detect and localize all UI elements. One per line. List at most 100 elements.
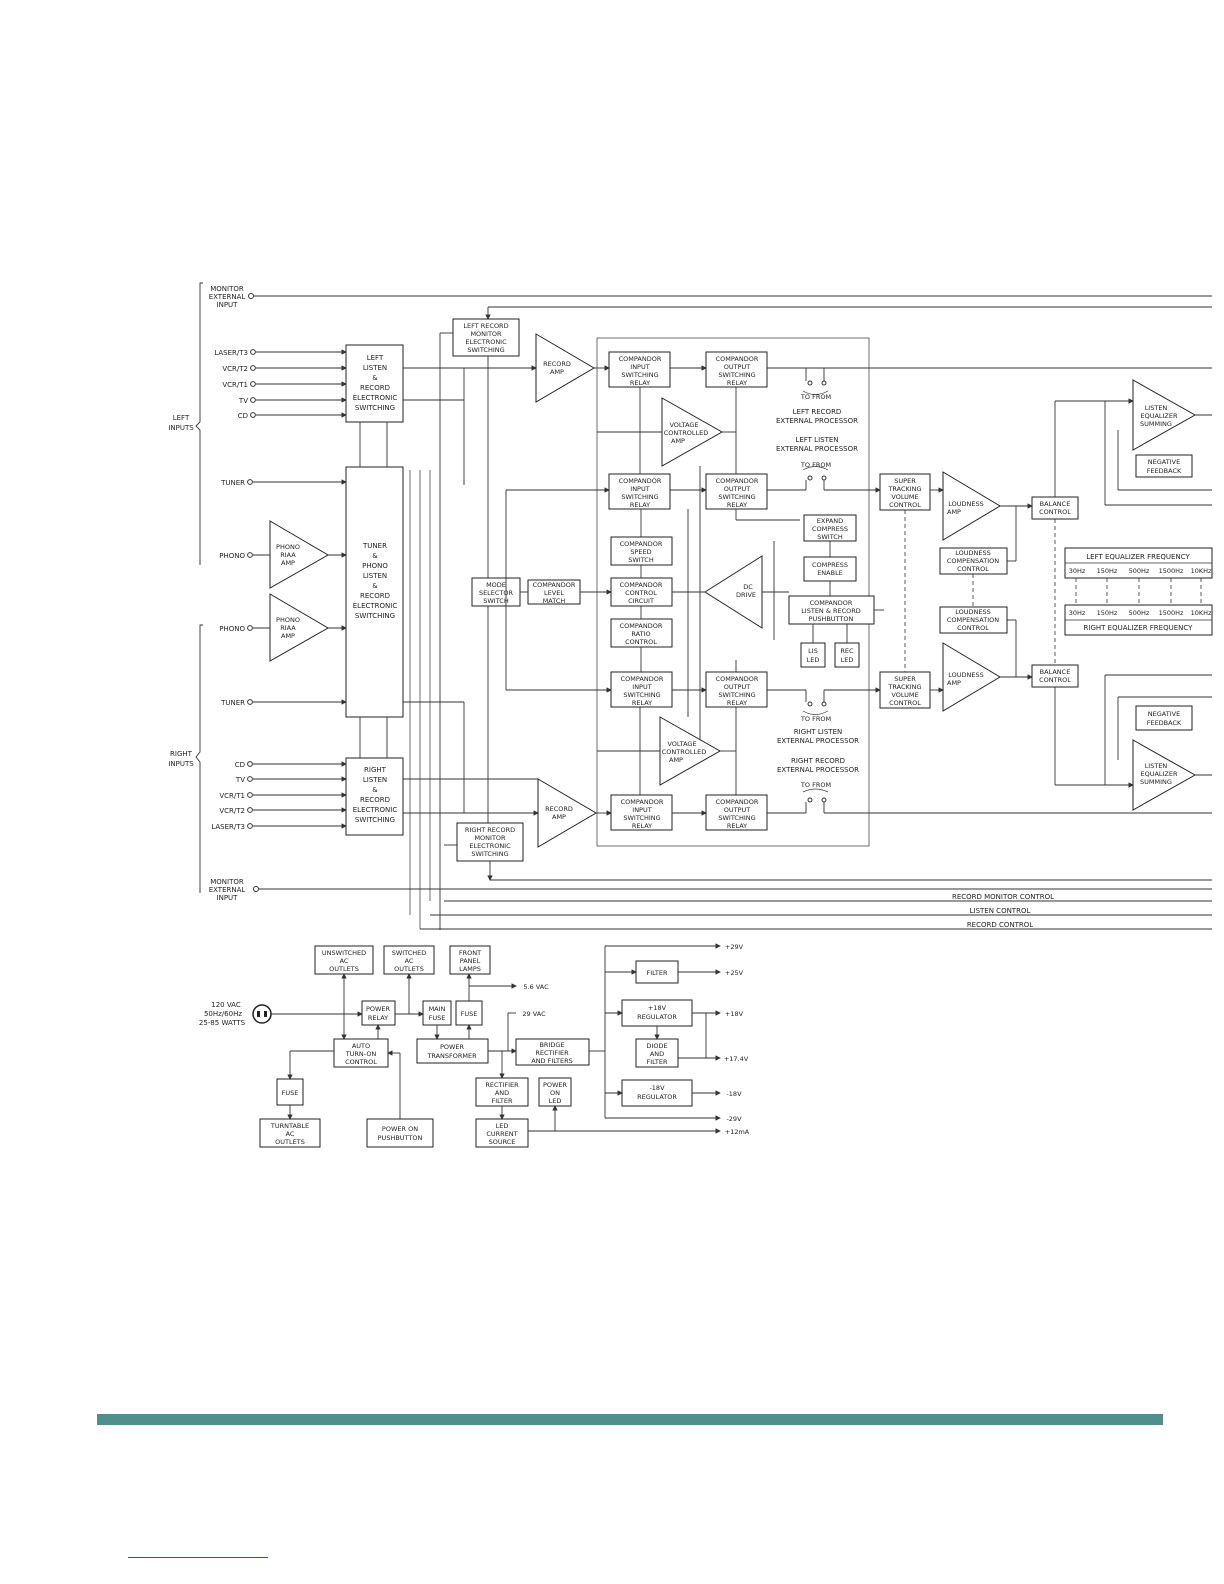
svg-text:INPUT: INPUT	[630, 363, 649, 371]
super-tracking-volume-bot	[879, 671, 931, 709]
svg-text:CONTROL: CONTROL	[1039, 508, 1071, 516]
svg-text:RECORD MONITOR CONTROL: RECORD MONITOR CONTROL	[952, 893, 1054, 901]
svg-text:FILTER: FILTER	[647, 969, 668, 977]
processor-switches	[802, 368, 829, 813]
svg-text:LISTEN & RECORD: LISTEN & RECORD	[801, 607, 861, 615]
svg-text:RIGHT: RIGHT	[364, 766, 387, 774]
svg-text:OUTPUT: OUTPUT	[724, 363, 751, 371]
svg-text:SWITCHING: SWITCHING	[355, 612, 395, 620]
svg-text:RIGHT RECORD: RIGHT RECORD	[791, 757, 845, 765]
control-bus-labels: RECORD MONITOR CONTROL LISTEN CONTROL RE…	[952, 893, 1054, 929]
block-labels: LEFT LISTEN & RECORD ELECTRONIC SWITCHIN…	[276, 322, 1212, 858]
svg-text:SWITCHING: SWITCHING	[621, 371, 658, 379]
svg-text:FRONT: FRONT	[459, 949, 481, 957]
svg-text:TV: TV	[238, 397, 248, 405]
svg-text:AMP: AMP	[947, 508, 961, 516]
negative-regulator	[621, 1079, 693, 1107]
svg-text:ELECTRONIC: ELECTRONIC	[353, 806, 398, 814]
svg-text:AC: AC	[340, 957, 349, 965]
svg-text:SUMMING: SUMMING	[1140, 778, 1172, 786]
svg-text:MODE: MODE	[486, 581, 506, 589]
svg-text:OUTPUT: OUTPUT	[724, 806, 751, 814]
svg-text:LED: LED	[549, 1097, 562, 1105]
svg-text:SWITCHING: SWITCHING	[471, 850, 508, 858]
svg-text:OUTLETS: OUTLETS	[394, 965, 424, 973]
svg-text:INPUT: INPUT	[632, 683, 651, 691]
svg-text:ON: ON	[550, 1089, 560, 1097]
footer-rule	[128, 1557, 268, 1558]
svg-text:RECORD: RECORD	[360, 384, 390, 392]
compandor-speed-switch	[610, 536, 673, 566]
svg-text:COMPANDOR: COMPANDOR	[716, 477, 759, 485]
svg-text:AND: AND	[495, 1089, 509, 1097]
svg-text:TRACKING: TRACKING	[887, 485, 921, 493]
svg-text:LISTEN CONTROL: LISTEN CONTROL	[970, 907, 1031, 915]
svg-text:-29V: -29V	[726, 1115, 742, 1123]
svg-text:FILTER: FILTER	[647, 1058, 668, 1066]
svg-text:EXTERNAL: EXTERNAL	[209, 886, 246, 894]
svg-text:CONTROL: CONTROL	[889, 699, 921, 707]
negative-feedback-top	[1135, 454, 1193, 478]
svg-text:COMPANDOR: COMPANDOR	[716, 675, 759, 683]
left-inputs-brace	[195, 282, 203, 565]
svg-text:PHONO: PHONO	[219, 625, 245, 633]
svg-text:TRANSFORMER: TRANSFORMER	[426, 1052, 477, 1060]
power-supply	[252, 943, 721, 1148]
record-amp-top	[535, 333, 595, 403]
svg-text:AMP: AMP	[281, 632, 295, 640]
svg-text:AND FILTERS: AND FILTERS	[531, 1057, 572, 1065]
svg-text:RELAY: RELAY	[632, 822, 652, 830]
svg-text:POWER: POWER	[543, 1081, 568, 1089]
svg-text:VCR/T1: VCR/T1	[219, 792, 245, 800]
svg-text:COMPANDOR: COMPANDOR	[810, 599, 853, 607]
svg-text:EQUALIZER: EQUALIZER	[1140, 770, 1178, 778]
loudness-compensation-bot	[939, 606, 1008, 634]
svg-text:REC: REC	[840, 647, 854, 655]
svg-text:1500Hz: 1500Hz	[1159, 567, 1184, 575]
right-listen-record-switching	[345, 757, 404, 836]
svg-text:SELECTOR: SELECTOR	[479, 589, 514, 597]
svg-text:29 VAC: 29 VAC	[522, 1010, 546, 1018]
svg-text:TV: TV	[235, 776, 245, 784]
svg-text:CONTROL: CONTROL	[957, 624, 989, 632]
svg-text:SWITCH: SWITCH	[817, 533, 843, 541]
svg-text:CIRCUIT: CIRCUIT	[628, 597, 654, 605]
right-inputs-label: RIGHT	[170, 750, 193, 758]
svg-text:SWITCHING: SWITCHING	[623, 814, 660, 822]
turntable-ac-outlets	[259, 1118, 321, 1148]
svg-text:COMPANDOR: COMPANDOR	[621, 798, 664, 806]
svg-text:LASER/T3: LASER/T3	[214, 349, 248, 357]
svg-text:ELECTRONIC: ELECTRONIC	[469, 842, 511, 850]
svg-text:SWITCHING: SWITCHING	[718, 814, 755, 822]
svg-text:RELAY: RELAY	[727, 379, 747, 387]
svg-text:CONTROLLED: CONTROLLED	[662, 748, 706, 756]
svg-text:VOLTAGE: VOLTAGE	[667, 740, 696, 748]
svg-text:PHONO: PHONO	[276, 616, 300, 624]
svg-text:50Hz/60Hz: 50Hz/60Hz	[204, 1010, 242, 1018]
svg-text:COMPANDOR: COMPANDOR	[620, 540, 663, 548]
svg-text:FEEDBACK: FEEDBACK	[1147, 719, 1182, 727]
svg-text:RECORD: RECORD	[543, 360, 571, 368]
svg-text:LISTEN: LISTEN	[1145, 762, 1168, 770]
svg-text:INPUTS: INPUTS	[168, 424, 194, 432]
left-inputs-label: LEFT	[173, 414, 190, 422]
svg-text:SUPER: SUPER	[894, 675, 916, 683]
svg-text:AMP: AMP	[552, 813, 566, 821]
svg-text:AND: AND	[650, 1050, 664, 1058]
svg-text:TUNER: TUNER	[220, 479, 245, 487]
monitor-top-jack	[248, 293, 254, 299]
svg-text:ELECTRONIC: ELECTRONIC	[465, 338, 507, 346]
svg-text:PUSHBUTTON: PUSHBUTTON	[809, 615, 854, 623]
svg-text:COMPANDOR: COMPANDOR	[716, 798, 759, 806]
svg-text:LEFT RECORD: LEFT RECORD	[793, 408, 842, 416]
svg-text:SWITCHING: SWITCHING	[718, 493, 755, 501]
svg-text:RIAA: RIAA	[280, 551, 296, 559]
svg-text:POWER: POWER	[440, 1043, 465, 1051]
phono-riaa-amp-top	[269, 520, 329, 589]
svg-text:CURRENT: CURRENT	[486, 1130, 517, 1138]
ac-plug-icon	[252, 1004, 272, 1024]
svg-text:RIGHT LISTEN: RIGHT LISTEN	[794, 728, 842, 736]
svg-text:COMPRESS: COMPRESS	[812, 561, 848, 569]
svg-text:LISTEN: LISTEN	[363, 364, 387, 372]
listen-equalizer-summing-bot	[1132, 739, 1197, 811]
